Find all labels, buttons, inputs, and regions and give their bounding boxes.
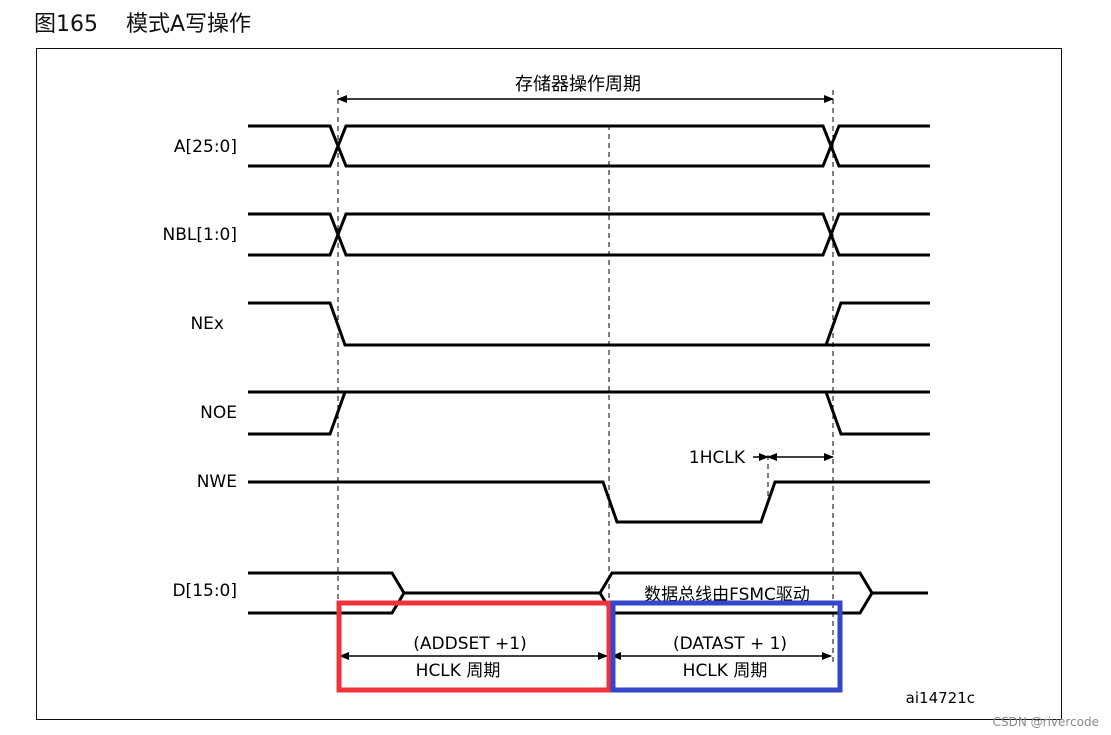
waveform-nex	[248, 301, 930, 347]
figure-number: 图165	[34, 12, 98, 37]
addset-line1: (ADDSET +1)	[413, 634, 526, 654]
datast-line1: (DATAST + 1)	[673, 634, 787, 654]
signal-label-address: A[25:0]	[174, 137, 237, 157]
figure-caption: 模式A写操作	[125, 12, 252, 37]
figure-title: 图165 模式A写操作	[34, 6, 251, 38]
addset-line2: HCLK 周期	[416, 661, 501, 681]
signal-label-data: D[15:0]	[172, 581, 237, 601]
signal-label-nbl: NBL[1:0]	[163, 225, 237, 245]
waveform-address	[248, 124, 930, 168]
diagram-id: ai14721c	[906, 689, 975, 707]
waveform-data	[248, 571, 928, 615]
one-hclk-label: 1HCLK	[689, 448, 746, 468]
waveform-nbl	[248, 212, 930, 257]
datast-line2: HCLK 周期	[683, 661, 768, 681]
addset-highlight-box	[336, 600, 612, 693]
datast-highlight-box	[610, 600, 843, 693]
signal-label-noe: NOE	[200, 403, 237, 423]
watermark: CSDN @rivercode	[992, 715, 1099, 729]
waveform-nwe	[248, 480, 930, 524]
data-bus-label: 数据总线由FSMC驱动	[644, 585, 810, 605]
diagram-frame	[36, 48, 1062, 720]
signal-label-nwe: NWE	[197, 472, 237, 492]
waveform-noe	[248, 390, 930, 436]
signal-label-nex: NEx	[190, 314, 224, 334]
cycle-label: 存储器操作周期	[515, 74, 641, 95]
